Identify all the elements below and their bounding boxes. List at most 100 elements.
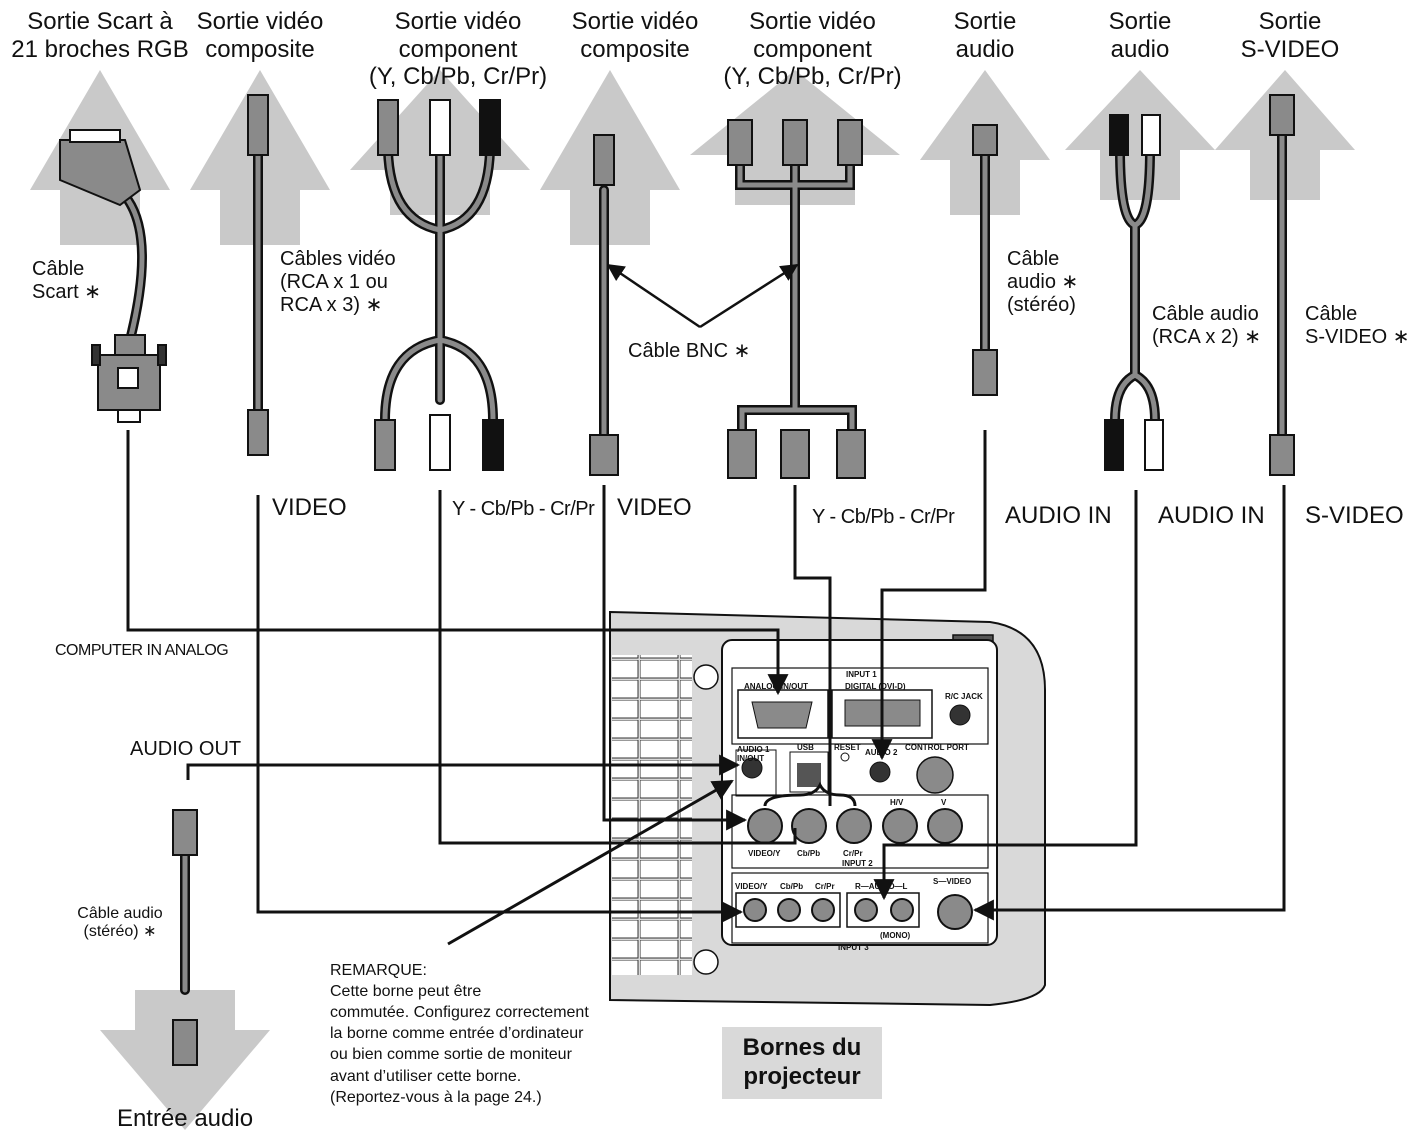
signal-audio-in1: AUDIO IN	[1005, 502, 1112, 529]
bnc-plugs	[589, 119, 866, 479]
source-video2-line2: composite	[580, 35, 690, 63]
panel-raudiol: R—AUDIO—L	[855, 882, 908, 891]
source-audio1-line1: Sortie	[953, 8, 1017, 35]
source-component1-line2: component	[398, 35, 518, 63]
cable-svideo-line1: Câble	[1305, 303, 1358, 325]
source-label-scart: Sortie Scart à 21 broches RGB	[0, 8, 200, 63]
note-title: REMARQUE:	[330, 962, 427, 979]
source-component1-line1: Sortie vidéo	[394, 8, 522, 35]
source-component2-line1: Sortie vidéo	[749, 8, 876, 35]
signal-svideo: S-VIDEO	[1305, 502, 1404, 529]
source-label-video1: Sortie vidéo composite	[195, 8, 325, 63]
source-scart-line1: Sortie Scart à	[27, 8, 173, 35]
panel-in3-videoy: VIDEO/Y	[735, 882, 768, 891]
panel-audio1-a: AUDIO 1	[737, 745, 770, 754]
cable-label-audio-stereo: Câble audio ∗ (stéréo)	[1007, 248, 1078, 317]
cable-scart-line1: Câble	[32, 258, 85, 280]
port-audio-out: AUDIO OUT	[130, 738, 242, 760]
note-block: REMARQUE: Cette borne peut être commutée…	[330, 960, 589, 1108]
terminal-title-line1: Bornes du	[742, 1034, 862, 1062]
cable-audio-stereo-line3: (stéréo)	[1007, 294, 1076, 316]
source-component1-line3: (Y, Cb/Pb, Cr/Pr)	[368, 63, 548, 91]
panel-hv: H/V	[890, 798, 904, 807]
signal-video1: VIDEO	[272, 494, 347, 521]
source-video2-line1: Sortie vidéo	[571, 8, 699, 35]
cable-label-scart: Câble Scart ∗	[32, 258, 101, 304]
projector-body	[609, 610, 1046, 1007]
panel-in3-cbpb: Cb/Pb	[780, 882, 803, 891]
note-line: Cette borne peut être	[330, 983, 482, 1001]
cable-video-line3: RCA x 3) ∗	[280, 294, 383, 316]
bnc-pointer	[606, 263, 799, 329]
note-line: avant d’utiliser cette borne.	[330, 1067, 522, 1085]
panel-input2: INPUT 2	[842, 859, 873, 868]
connectors	[59, 94, 1295, 1066]
panel-analog: ANALOG IN/OUT	[744, 682, 808, 691]
source-scart-line2: 21 broches RGB	[11, 35, 189, 63]
panel-crpr: Cr/Pr	[843, 849, 863, 858]
scart-plug	[59, 129, 142, 207]
source-arrow-audio2	[1065, 70, 1215, 200]
signal-ycbcr2: Y - Cb/Pb - Cr/Pr	[812, 506, 955, 528]
panel-videoy: VIDEO/Y	[748, 849, 781, 858]
source-label-audio1: Sortie audio	[945, 8, 1025, 63]
panel-cbpb: Cb/Pb	[797, 849, 820, 858]
signal-audio-in2: AUDIO IN	[1158, 502, 1265, 529]
cable-audio-rca-line1: Câble audio	[1152, 303, 1259, 325]
signal-video2: VIDEO	[617, 494, 692, 521]
cable-label-video: Câbles vidéo (RCA x 1 ou RCA x 3) ∗	[280, 248, 396, 317]
note-line: commutée. Configurez correctement	[330, 1004, 589, 1022]
source-svideo-line1: Sortie	[1258, 8, 1322, 35]
panel-input1: INPUT 1	[846, 670, 877, 679]
panel-control: CONTROL PORT	[905, 743, 969, 752]
panel-svideo: S—VIDEO	[933, 877, 971, 886]
source-audio2-line1: Sortie	[1108, 8, 1172, 35]
source-component2-line2: component	[753, 35, 872, 63]
cable-audio-out-line1: Câble audio	[77, 905, 163, 922]
panel-v: V	[941, 798, 947, 807]
cable-video-line2: (RCA x 1 ou	[280, 271, 388, 293]
note-line: (Reportez-vous à la page 24.)	[330, 1088, 542, 1106]
cable-label-svideo: Câble S-VIDEO ∗	[1305, 303, 1410, 349]
cable-label-bnc: Câble BNC ∗	[628, 340, 751, 362]
cable-audio-stereo-line1: Câble	[1007, 248, 1060, 270]
cable-audio-stereo-line2: audio ∗	[1007, 271, 1079, 293]
source-label-component1: Sortie vidéo component (Y, Cb/Pb, Cr/Pr)	[358, 8, 558, 91]
note-line: ou bien comme sortie de moniteur	[330, 1046, 572, 1064]
source-label-component2: Sortie vidéo component (Y, Cb/Pb, Cr/Pr)	[710, 8, 915, 91]
source-component2-line3: (Y, Cb/Pb, Cr/Pr)	[723, 63, 902, 91]
panel-input3: INPUT 3	[838, 943, 869, 952]
panel-digital: DIGITAL (DVI-D)	[845, 682, 906, 691]
svideo-plugs	[1269, 94, 1295, 476]
terminal-title-line2: projecteur	[743, 1063, 861, 1090]
source-label-svideo: Sortie S-VIDEO	[1235, 8, 1345, 63]
panel-reset: RESET	[834, 743, 861, 752]
cable-label-audio-rca: Câble audio (RCA x 2) ∗	[1152, 303, 1261, 349]
cable-audio-rca-line2: (RCA x 2) ∗	[1152, 326, 1261, 348]
destination-label: Entrée audio	[116, 1105, 254, 1132]
projector-terminals-title: Bornes du projecteur	[722, 1027, 882, 1099]
cable-video-line1: Câbles vidéo	[280, 248, 396, 270]
cable-label-audio-out: Câble audio (stéréo) ∗	[60, 905, 180, 942]
source-video1-line2: composite	[205, 35, 315, 63]
source-audio2-line2: audio	[1110, 35, 1170, 63]
source-video1-line1: Sortie vidéo	[196, 8, 324, 35]
vga-plug	[91, 334, 167, 423]
rca-plugs	[247, 94, 1164, 471]
panel-rcjack: R/C JACK	[945, 692, 983, 701]
source-audio1-line2: audio	[955, 35, 1015, 63]
cable-highlights	[125, 127, 1285, 993]
panel-mono: (MONO)	[880, 931, 911, 940]
source-label-audio2: Sortie audio	[1100, 8, 1180, 63]
panel-in3-crpr: Cr/Pr	[815, 882, 835, 891]
routing-lines	[126, 430, 1286, 946]
note-line: la borne comme entrée d’ordinateur	[330, 1025, 584, 1043]
mini-plugs	[172, 124, 998, 1066]
source-label-video2: Sortie vidéo composite	[560, 8, 710, 63]
cable-svideo-line2: S-VIDEO ∗	[1305, 326, 1410, 348]
signal-ycbcr1: Y - Cb/Pb - Cr/Pr	[452, 498, 595, 520]
port-computer-in: COMPUTER IN ANALOG	[55, 642, 229, 659]
panel-audio1-b: IN/OUT	[737, 754, 764, 763]
